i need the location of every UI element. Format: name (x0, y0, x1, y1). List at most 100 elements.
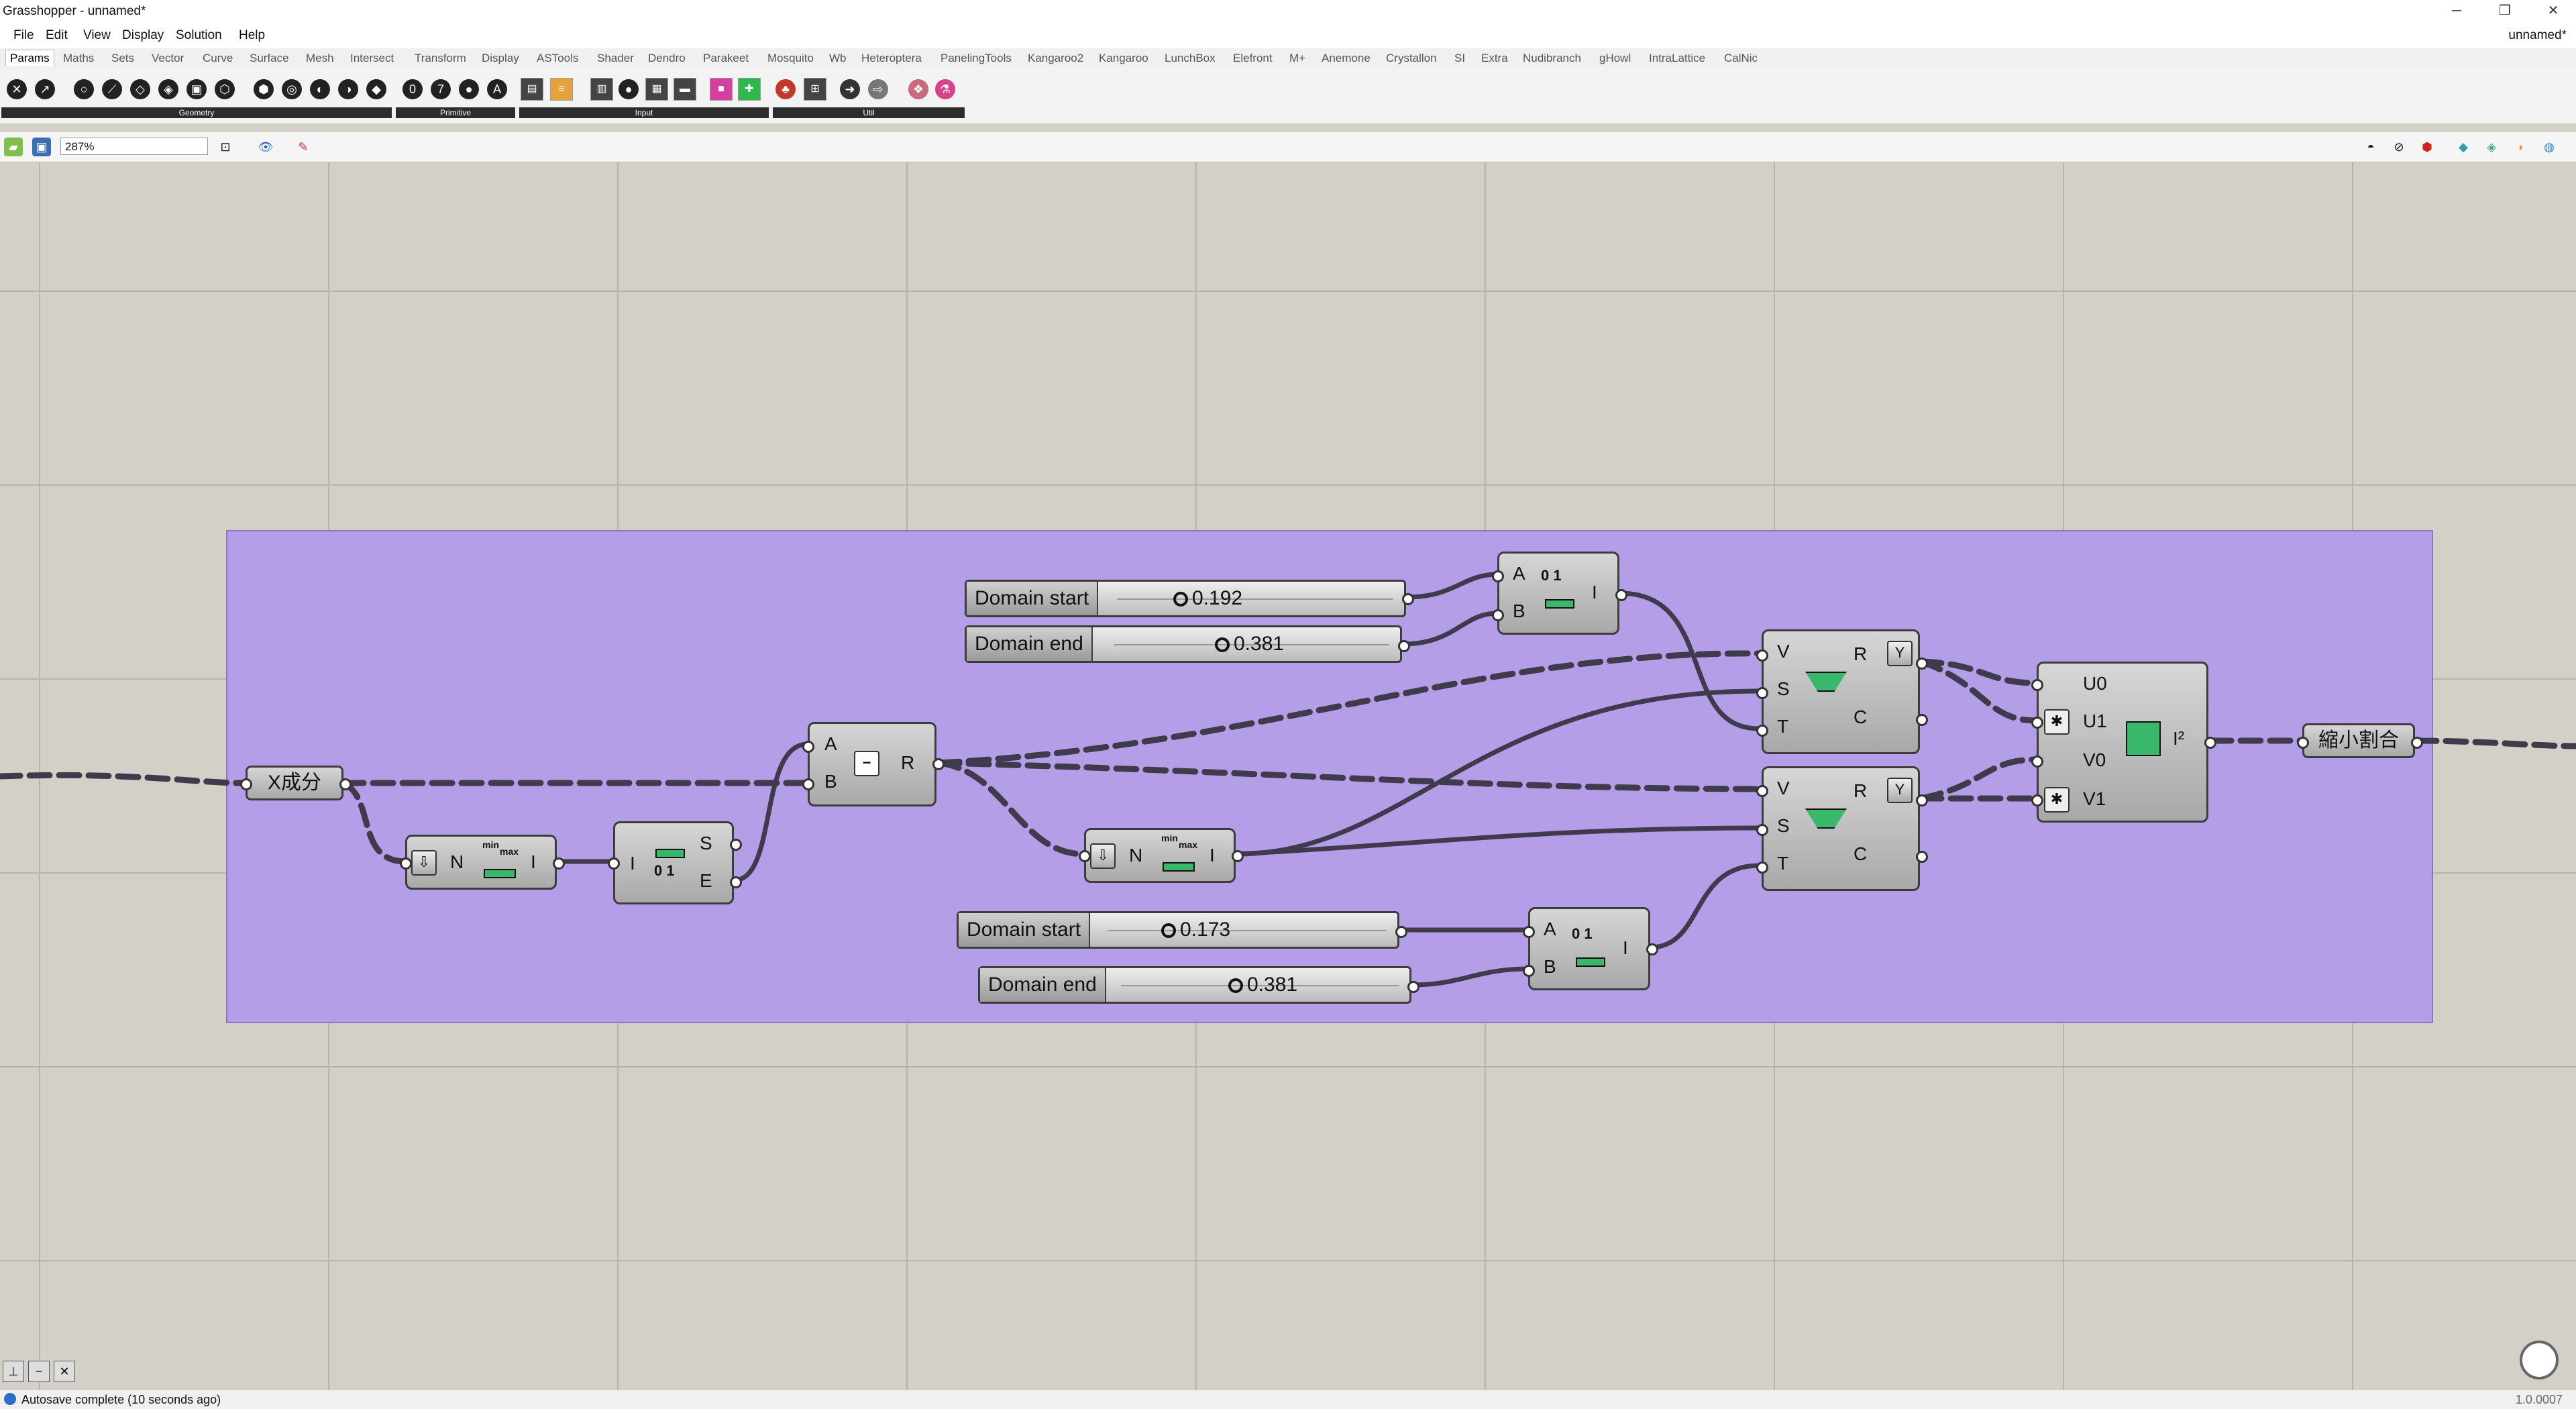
document-preview-icon[interactable]: ◑ (2516, 140, 2524, 154)
mesh-quality-icon[interactable]: ◈ (2487, 140, 2496, 154)
pin-icon[interactable]: ⊥ (3, 1361, 24, 1382)
slider-icon[interactable]: ≡ (550, 78, 573, 101)
box-icon[interactable]: ◐ (310, 79, 330, 99)
tab-astools[interactable]: ASTools (537, 52, 579, 64)
tab-maths[interactable]: Maths (63, 52, 95, 64)
construct1-a-grip[interactable] (1492, 570, 1504, 582)
tab-kangaroo[interactable]: Kangaroo (1099, 52, 1148, 64)
field-icon[interactable]: ⬡ (215, 79, 235, 99)
tab-anemone[interactable]: Anemone (1322, 52, 1371, 64)
toggle-icon[interactable]: ● (619, 79, 639, 99)
domain-end-slider-1[interactable]: Domain end 0.381 (965, 625, 1402, 663)
x-param-output-grip[interactable] (339, 778, 352, 790)
decon-s-grip[interactable] (730, 839, 742, 851)
boolean-icon[interactable]: ● (459, 79, 479, 99)
tab-vector[interactable]: Vector (152, 52, 184, 64)
number-icon[interactable]: 7 (431, 79, 451, 99)
domain2-u1-grip[interactable] (2031, 717, 2043, 729)
menu-view[interactable]: View (83, 28, 111, 42)
tab-sets[interactable]: Sets (111, 52, 135, 64)
remap2-r-grip[interactable] (1916, 794, 1928, 806)
remap2-c-grip[interactable] (1916, 851, 1928, 863)
x-component-param[interactable]: X成分 (246, 766, 343, 800)
ribbon-group-input[interactable]: Input (519, 107, 769, 118)
button-icon[interactable]: ▥ (590, 78, 613, 101)
collapse-icon[interactable]: − (28, 1361, 50, 1382)
remap1-r-grip[interactable] (1916, 658, 1928, 670)
value-list-icon[interactable]: ▦ (645, 78, 668, 101)
tab-dendro[interactable]: Dendro (648, 52, 686, 64)
construct2-output-grip[interactable] (1646, 943, 1658, 955)
tab-params[interactable]: Params (5, 50, 54, 66)
shrink-input-grip[interactable] (2297, 737, 2309, 749)
ribbon-group-geometry[interactable]: Geometry (1, 107, 392, 118)
surface-icon[interactable]: ◇ (130, 79, 150, 99)
menu-help[interactable]: Help (239, 28, 266, 42)
subtract-r-grip[interactable] (932, 758, 945, 770)
circle-icon[interactable]: ○ (74, 79, 94, 99)
twisted-box-icon[interactable]: ◆ (366, 79, 386, 99)
flask-icon[interactable]: ⚗ (935, 79, 955, 99)
construct-domain-component-2[interactable]: A B 0 1 I (1528, 907, 1650, 990)
construct2-b-grip[interactable] (1523, 965, 1535, 977)
close-panel-icon[interactable]: ✕ (54, 1361, 75, 1382)
bounds1-input-grip[interactable] (400, 857, 412, 870)
tab-intralattice[interactable]: IntraLattice (1649, 52, 1706, 64)
ribbon-group-util[interactable]: Util (773, 107, 965, 118)
mesh-icon[interactable]: ▣ (186, 79, 207, 99)
group-icon[interactable]: ⬢ (254, 79, 274, 99)
tab-transform[interactable]: Transform (415, 52, 466, 64)
decon-e-grip[interactable] (730, 876, 742, 888)
domain2-v0-grip[interactable] (2031, 755, 2043, 768)
shrink-output-grip[interactable] (2411, 737, 2423, 749)
tab-heteroptera[interactable]: Heteroptera (861, 52, 922, 64)
slider2-output-grip[interactable] (1398, 640, 1410, 652)
domain2-u0-grip[interactable] (2031, 679, 2043, 691)
tab-wb[interactable]: Wb (829, 52, 847, 64)
remap2-s-grip[interactable] (1756, 824, 1768, 836)
plane-icon[interactable]: ◑ (338, 79, 358, 99)
domain2-v1-grip[interactable] (2031, 794, 2043, 806)
subtract-component[interactable]: A B − R (808, 722, 936, 806)
decon-input-grip[interactable] (608, 857, 620, 870)
line-icon[interactable]: ⟋ (102, 79, 122, 99)
tab-si[interactable]: SI (1454, 52, 1466, 64)
menu-file[interactable]: File (13, 28, 34, 42)
navigation-wheel[interactable] (2520, 1341, 2559, 1379)
construct-domain2-component[interactable]: U0 ✱ U1 V0 ✱ V1 I² (2037, 662, 2208, 823)
restore-button[interactable]: ❐ (2499, 3, 2511, 18)
gradient-icon[interactable]: ▬ (674, 78, 696, 101)
tab-intersect[interactable]: Intersect (350, 52, 394, 64)
ribbon-group-primitive[interactable]: Primitive (396, 107, 515, 118)
bounds-component-1[interactable]: ⇩ N min max I (405, 835, 557, 890)
bounds-component-2[interactable]: ⇩ N min max I (1084, 828, 1236, 883)
selected-only-icon[interactable]: ◆ (2459, 140, 2468, 154)
tab-calnic[interactable]: CalNic (1724, 52, 1758, 64)
tab-panelingtools[interactable]: PanelingTools (941, 52, 1012, 64)
minimize-button[interactable]: ─ (2451, 3, 2462, 18)
tab-display[interactable]: Display (482, 52, 519, 64)
remap-numbers-component-2[interactable]: V S T R C Y (1762, 766, 1920, 891)
cherry-icon[interactable]: ♣ (775, 79, 796, 99)
sketch-pen-icon[interactable]: ✎ (298, 140, 309, 154)
integer-icon[interactable]: 0 (402, 79, 423, 99)
domain-start-slider-2[interactable]: Domain start 0.173 (957, 911, 1399, 949)
geometry-icon[interactable]: ✕ (7, 79, 27, 99)
close-button[interactable]: ✕ (2547, 3, 2559, 18)
remap-numbers-component-1[interactable]: V S T R C Y (1762, 629, 1920, 754)
remap1-v-grip[interactable] (1756, 649, 1768, 662)
brep-icon[interactable]: ◈ (158, 79, 178, 99)
slider1-output-grip[interactable] (1402, 593, 1414, 605)
tab-surface[interactable]: Surface (250, 52, 289, 64)
slider-knob[interactable] (1228, 978, 1243, 993)
arrow-outline-icon[interactable]: ⇨ (868, 79, 888, 99)
menu-display[interactable]: Display (122, 28, 164, 42)
domain-start-slider-1[interactable]: Domain start 0.192 (965, 580, 1406, 617)
tab-nudibranch[interactable]: Nudibranch (1523, 52, 1581, 64)
slider-knob[interactable] (1161, 923, 1176, 938)
tab-mesh[interactable]: Mesh (306, 52, 334, 64)
preview-eye-icon[interactable]: 👁 (258, 140, 274, 154)
construct1-b-grip[interactable] (1492, 609, 1504, 621)
construct-domain-component-1[interactable]: A B 0 1 I (1497, 552, 1619, 635)
panel-icon[interactable]: ▤ (521, 78, 543, 101)
